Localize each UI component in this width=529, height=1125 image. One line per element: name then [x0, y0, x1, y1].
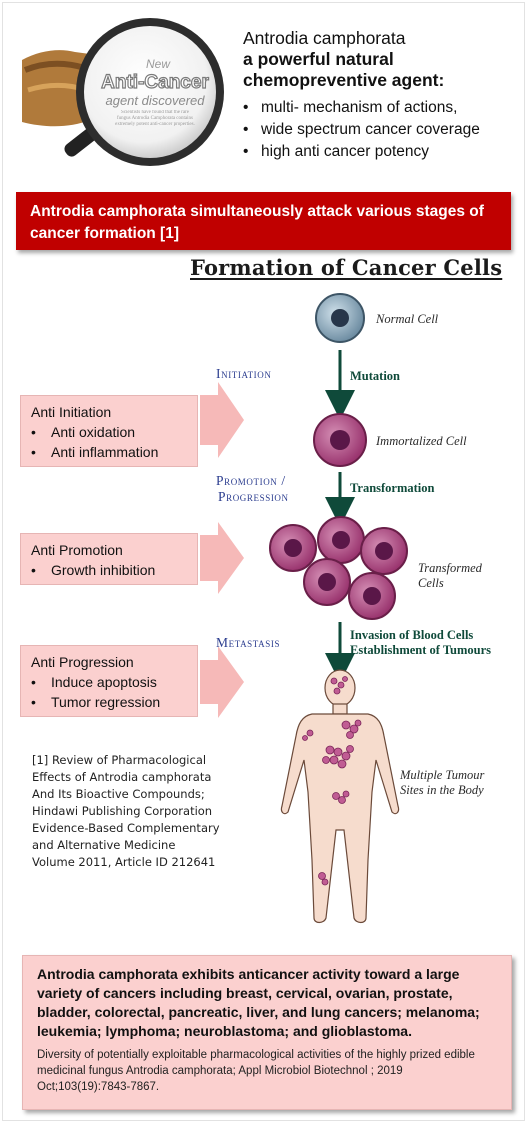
- label-immortalized-cell: Immortalized Cell: [376, 434, 467, 448]
- tumour-sites: [302, 676, 362, 886]
- anticancer-summary-box: Antrodia camphorata exhibits anticancer …: [22, 955, 512, 1110]
- box-item: Anti oxidation: [31, 422, 187, 442]
- summary-citation: Diversity of potentially exploitable pha…: [37, 1049, 475, 1093]
- phase-initiation: Initiation: [216, 366, 272, 381]
- lens-text-new: New: [146, 57, 171, 71]
- reference-line: Volume 2011, Article ID 212641: [32, 855, 216, 869]
- intro-bullet: high anti cancer potency: [243, 141, 523, 163]
- label-multiple-tumour: Multiple Tumour: [400, 768, 485, 782]
- reference-line: And Its Bioactive Compounds;: [32, 787, 205, 801]
- label-normal-cell: Normal Cell: [376, 312, 439, 326]
- box-item: Anti inflammation: [31, 442, 187, 462]
- phase-metastasis: Metastasis: [216, 635, 281, 650]
- box-item: Induce apoptosis: [31, 672, 187, 692]
- lens-text-anticancer: Anti-Cancer: [101, 72, 209, 93]
- reference-citation: [1] Review of Pharmacological Effects of…: [32, 752, 252, 871]
- box-title: Anti Initiation: [31, 404, 112, 420]
- reference-line: and Alternative Medicine: [32, 838, 176, 852]
- lens-small-text: Scientists have found that the rare fung…: [115, 110, 195, 127]
- magnifier-illustration: New Anti-Cancer agent discovered Scienti…: [22, 18, 224, 166]
- box-item: Growth inhibition: [31, 560, 187, 580]
- summary-text: Antrodia camphorata exhibits anticancer …: [37, 966, 480, 1039]
- reference-line: Effects of Antrodia camphorata: [32, 770, 212, 784]
- intro-bullet: wide spectrum cancer coverage: [243, 119, 523, 141]
- reference-line: Hindawi Publishing Corporation: [32, 804, 213, 818]
- attack-banner: Antrodia camphorata simultaneously attac…: [16, 192, 511, 250]
- lens-text-agent: agent discovered: [105, 93, 205, 108]
- step-invasion: Invasion of Blood Cells: [350, 628, 474, 642]
- human-body-icon: [280, 669, 400, 924]
- arrow-to-initiation: [200, 382, 244, 458]
- phase-progression: Progression: [218, 489, 289, 504]
- diagram-title: Formation of Cancer Cells: [190, 255, 503, 280]
- label-transformed: Transformed: [418, 561, 482, 575]
- intro-bullet: multi- mechanism of actions,: [243, 97, 523, 119]
- reference-line: Evidence-Based Complementary: [32, 821, 220, 835]
- normal-cell-icon: [315, 293, 365, 343]
- intro-bullets: multi- mechanism of actions, wide spectr…: [243, 97, 523, 163]
- step-establishment: Establishment of Tumours: [350, 643, 492, 657]
- intro-block: Antrodia camphorata a powerful natural c…: [243, 28, 523, 163]
- intro-subtitle: a powerful natural chemopreventive agent…: [243, 49, 445, 90]
- box-title: Anti Progression: [31, 654, 134, 670]
- intro-title: Antrodia camphorata: [243, 28, 406, 48]
- box-item: Tumor regression: [31, 692, 187, 712]
- transformed-cells-icon: [269, 516, 408, 620]
- reference-line: [1] Review of Pharmacological: [32, 753, 207, 767]
- immortalized-cell-icon: [313, 413, 367, 467]
- arrow-to-progression: [200, 646, 244, 718]
- phase-promotion: Promotion /: [216, 473, 286, 488]
- label-cells: Cells: [418, 576, 444, 590]
- label-sites-body: Sites in the Body: [400, 783, 484, 797]
- anti-promotion-box: Anti Promotion Growth inhibition: [20, 533, 198, 585]
- step-mutation: Mutation: [350, 369, 400, 383]
- arrow-to-promotion: [200, 522, 244, 594]
- mushroom-image: [22, 50, 90, 127]
- anti-progression-box: Anti Progression Induce apoptosis Tumor …: [20, 645, 198, 717]
- anti-initiation-box: Anti Initiation Anti oxidation Anti infl…: [20, 395, 198, 467]
- box-title: Anti Promotion: [31, 542, 123, 558]
- step-transformation: Transformation: [350, 481, 435, 495]
